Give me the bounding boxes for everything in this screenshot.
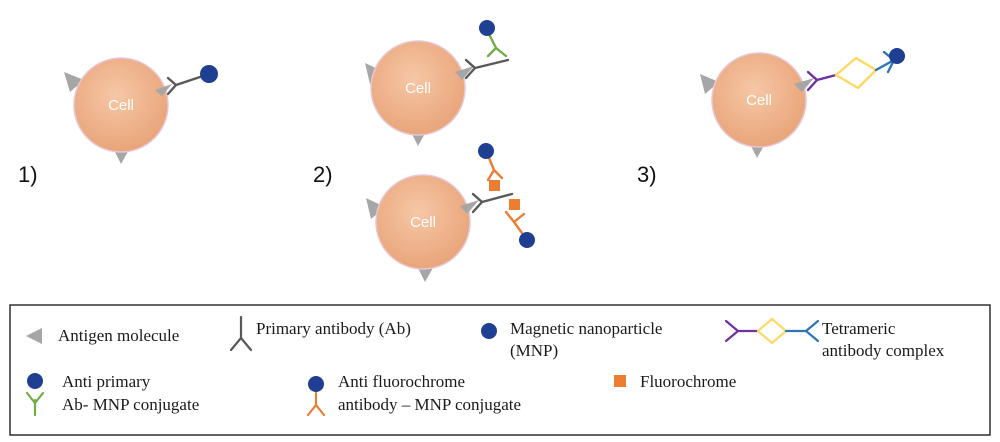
antigen-icon [700, 74, 719, 94]
legend-anti-fluoro-antibody-arms [306, 403, 326, 417]
legend-anti-primary-label-line2: Ab- MNP conjugate [62, 395, 199, 414]
legend-anti-fluoro-label-line2: antibody – MNP conjugate [338, 395, 521, 414]
anti-fluorochrome-antibody-icon [486, 168, 504, 182]
panel-2: 2) Cell Cell [313, 20, 535, 282]
anti-primary-antibody-stem [487, 32, 498, 50]
antigen-icon [794, 78, 814, 92]
legend-anti-primary-mnp-icon [27, 373, 43, 389]
antigen-icon [455, 66, 474, 80]
anti-fluorochrome-antibody-stem [512, 220, 524, 235]
primary-antibody-stem [480, 192, 514, 204]
panel-1: 1) Cell [18, 57, 218, 187]
legend-tetramer-label-line1: Tetrameric [822, 319, 896, 338]
legend-antigen-label: Antigen molecule [58, 326, 179, 345]
antigen-icon [417, 266, 434, 282]
legend-tetramer-label-line2: antibody complex [822, 341, 945, 360]
anti-primary-antibody-icon [486, 46, 508, 58]
legend-mnp-label-line1: Magnetic nanoparticle [510, 319, 662, 338]
panel-label-1: 1) [18, 162, 38, 187]
legend-primary-antibody-arms [229, 336, 253, 352]
legend-anti-fluoro-label-line1: Anti fluorochrome [338, 372, 465, 391]
cell [370, 40, 466, 136]
legend-anti-primary-antibody-arms [25, 391, 45, 405]
panel-3: 3) Cell [637, 48, 905, 187]
primary-antibody-stem [473, 58, 510, 70]
panel-label-2: 2) [313, 162, 333, 187]
tetramer-yellow-core-icon [834, 56, 878, 90]
cell [375, 174, 471, 270]
mnp-icon [200, 65, 218, 83]
legend-anti-fluoro-mnp-icon [308, 376, 324, 392]
mnp-icon [519, 232, 535, 248]
legend-primary-antibody-label: Primary antibody (Ab) [256, 319, 411, 338]
mnp-icon [479, 20, 495, 36]
antigen-icon [155, 84, 172, 96]
fluorochrome-icon [489, 180, 500, 191]
cell-label: Cell [410, 214, 436, 231]
anti-fluorochrome-antibody-stem [487, 156, 496, 172]
mnp-icon [889, 48, 905, 64]
tetramer-purple-antibody-stem [815, 73, 838, 82]
panel-label-3: 3) [637, 162, 657, 187]
antigen-icon [64, 72, 84, 92]
antigen-icon [366, 198, 385, 219]
antigen-icon [460, 200, 479, 214]
primary-antibody-stem [174, 75, 202, 87]
legend-mnp-icon [481, 323, 497, 339]
cell-label: Cell [108, 97, 134, 114]
cell-label: Cell [746, 92, 772, 109]
legend-mnp-label-line2: (MNP) [510, 341, 558, 360]
cell-label: Cell [405, 80, 431, 97]
legend-antigen-icon [26, 328, 42, 344]
cell [73, 57, 169, 153]
legend-fluorochrome-icon [614, 375, 626, 387]
tetramer-blue-antibody-stem [874, 58, 896, 72]
anti-fluorochrome-antibody-icon [504, 210, 526, 224]
legend-anti-primary-label-line1: Anti primary [62, 372, 151, 391]
legend: Antigen molecule Primary antibody (Ab) M… [9, 304, 991, 436]
legend-tetramer-icon [724, 317, 820, 345]
legend-box [9, 304, 991, 436]
mnp-icon [478, 143, 494, 159]
fluorochrome-icon [509, 199, 520, 210]
legend-fluorochrome-label: Fluorochrome [640, 372, 736, 391]
cell [711, 52, 807, 148]
